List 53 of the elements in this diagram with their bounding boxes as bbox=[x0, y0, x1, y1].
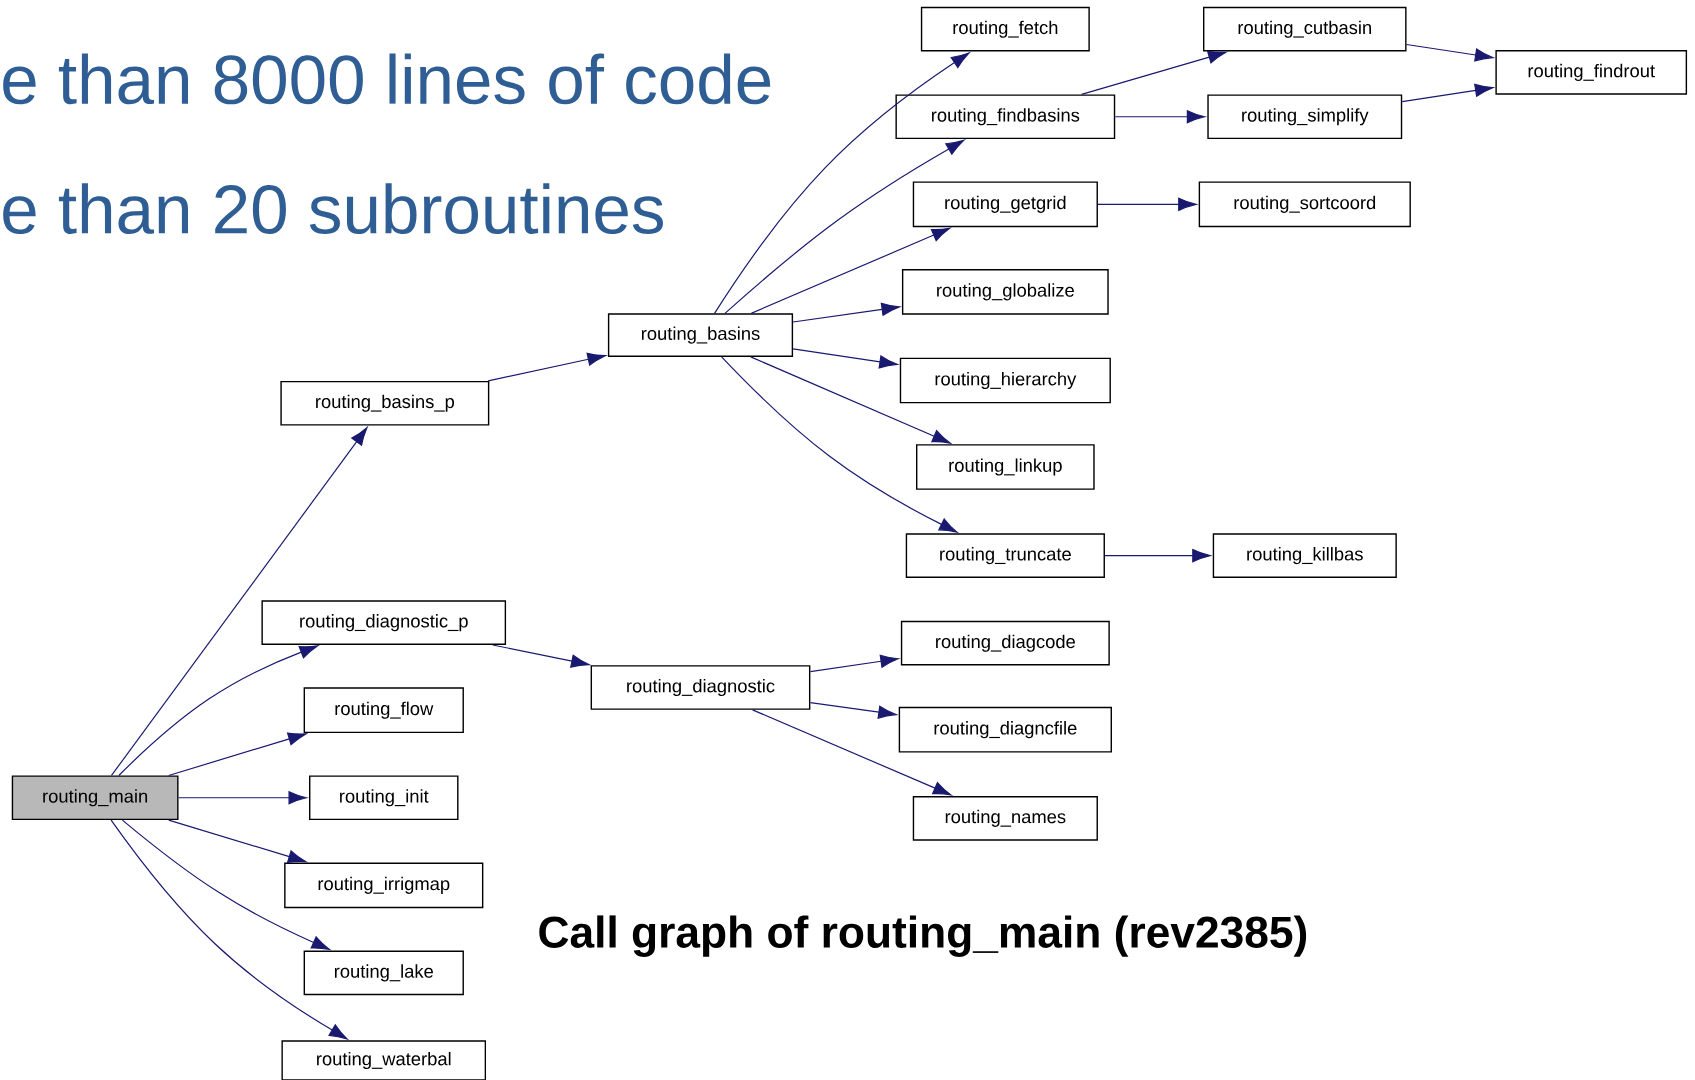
function-box: routing_diagnostic bbox=[590, 665, 811, 710]
arrow bbox=[168, 819, 307, 864]
function-box: routing_globalize bbox=[901, 269, 1109, 315]
function-box: routing_names bbox=[912, 796, 1098, 841]
function-box: routing_init bbox=[309, 775, 459, 821]
function-box: routing_diagnostic_p bbox=[261, 600, 507, 646]
function-box: routing_simplify bbox=[1207, 94, 1403, 140]
arrow bbox=[751, 709, 952, 796]
caption: Call graph of routing_main (rev2385) bbox=[539, 915, 1307, 957]
function-box: routing_cutbasin bbox=[1203, 6, 1407, 52]
function-box: routing_linkup bbox=[916, 444, 1095, 490]
function-box: routing_basins_p bbox=[280, 380, 490, 426]
function-box: routing_truncate bbox=[905, 533, 1105, 578]
arrow bbox=[177, 791, 307, 805]
arrow bbox=[1104, 549, 1211, 563]
arrow bbox=[1081, 50, 1227, 96]
function-box: routing_flow bbox=[303, 687, 464, 734]
arrow bbox=[809, 654, 899, 673]
function-box: routing_main bbox=[11, 775, 179, 821]
function-box: routing_findrout bbox=[1495, 50, 1688, 95]
function-box: routing_hierarchy bbox=[899, 357, 1111, 404]
headline: e than 8000 lines of code bbox=[3, 53, 771, 105]
function-box: routing_sortcoord bbox=[1198, 181, 1411, 228]
arrow bbox=[792, 302, 900, 323]
arrow bbox=[487, 352, 606, 382]
function-box: routing_fetch bbox=[920, 6, 1090, 52]
arrow bbox=[1097, 197, 1197, 211]
arrow bbox=[110, 819, 348, 1040]
arrow bbox=[750, 227, 951, 314]
arrow bbox=[1405, 44, 1494, 62]
arrow bbox=[121, 819, 330, 951]
arrow bbox=[492, 644, 590, 668]
arrow bbox=[750, 356, 951, 444]
function-box: routing_getgrid bbox=[912, 181, 1098, 228]
function-box: routing_findbasins bbox=[895, 94, 1116, 140]
headline: e than 20 subroutines bbox=[3, 183, 663, 235]
function-box: routing_lake bbox=[303, 950, 464, 996]
function-box: routing_waterbal bbox=[281, 1040, 487, 1080]
arrow bbox=[721, 356, 958, 533]
function-box: routing_basins bbox=[607, 313, 794, 357]
function-box: routing_killbas bbox=[1212, 533, 1397, 578]
arrow bbox=[724, 139, 965, 314]
function-box: routing_irrigmap bbox=[284, 862, 484, 909]
arrow bbox=[713, 52, 970, 314]
function-box: routing_diagcode bbox=[900, 620, 1110, 666]
arrow bbox=[168, 732, 307, 777]
arrow bbox=[809, 702, 897, 719]
function-box: routing_diagncfile bbox=[898, 706, 1112, 753]
arrow bbox=[792, 348, 898, 369]
arrow bbox=[1401, 83, 1494, 103]
arrow bbox=[1114, 110, 1206, 124]
arrow bbox=[110, 427, 368, 777]
arrow bbox=[118, 645, 318, 777]
